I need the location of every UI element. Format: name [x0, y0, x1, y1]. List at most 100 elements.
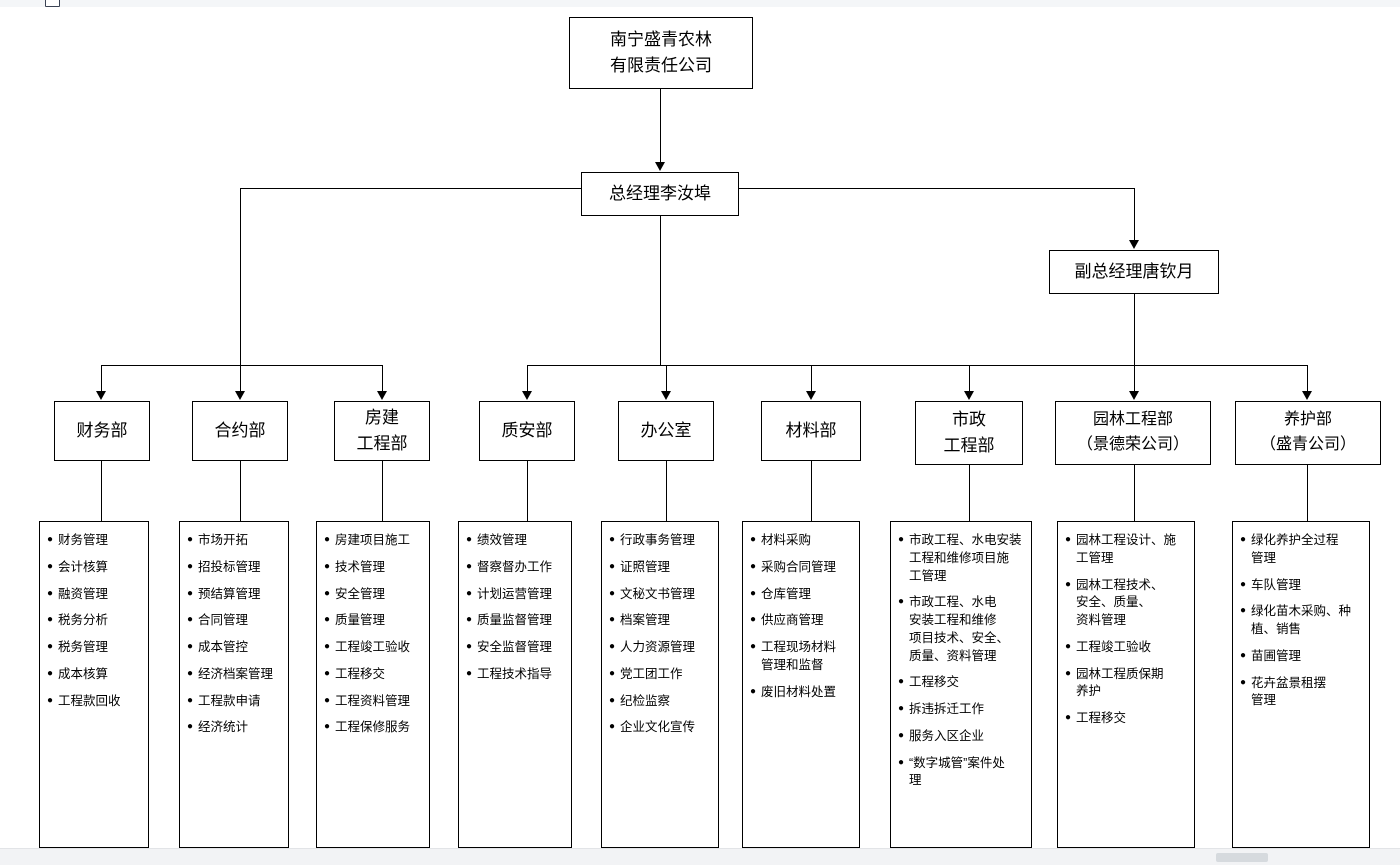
duty-item: 拆违拆迁工作 — [898, 701, 1025, 719]
duty-items-3: 绩效管理 督察督办工作 计划运营管理 质量监督管理 安全监督管理 工程技术指导 — [466, 532, 565, 684]
arrow-dept-1 — [235, 391, 245, 400]
connector-right-drop-5 — [811, 365, 812, 392]
connector-dept-duty-1 — [240, 461, 241, 521]
duty-list-7[interactable]: 园林工程设计、施 工管理 园林工程技术、 安全、质量、 资料管理 工程竣工验收 … — [1057, 521, 1195, 848]
duty-item: 行政事务管理 — [609, 532, 712, 550]
duty-list-2[interactable]: 房建项目施工 技术管理 安全管理 质量管理 工程竣工验收 工程移交 工程资料管理… — [316, 521, 430, 848]
duty-items-7: 园林工程设计、施 工管理 园林工程技术、 安全、质量、 资料管理 工程竣工验收 … — [1065, 532, 1188, 728]
duty-item: 房建项目施工 — [324, 532, 423, 550]
connector-right-drop-7 — [1134, 365, 1135, 392]
top-chrome-strip — [0, 0, 1400, 7]
node-dept-3[interactable]: 质安部 — [479, 401, 575, 461]
node-general-manager-label: 总经理李汝埠 — [609, 183, 711, 203]
connector-gm-left-h — [240, 188, 582, 189]
node-dept-1[interactable]: 合约部 — [192, 401, 288, 461]
node-general-manager[interactable]: 总经理李汝埠 — [581, 172, 739, 216]
arrow-gm-to-deputy — [1129, 240, 1139, 249]
arrow-dept-0 — [96, 391, 106, 400]
duty-item: 党工团工作 — [609, 666, 712, 684]
duty-item: 融资管理 — [47, 586, 142, 604]
node-dept-2[interactable]: 房建 工程部 — [334, 401, 430, 461]
connector-dept-duty-3 — [527, 461, 528, 521]
connector-right-drop-3 — [527, 365, 528, 392]
node-dept-6[interactable]: 市政 工程部 — [915, 401, 1023, 465]
tab-stub-icon[interactable] — [45, 0, 60, 7]
duty-items-5: 材料采购 采购合同管理 仓库管理 供应商管理 工程现场材料 管理和监督 废旧材料… — [750, 532, 853, 701]
arrow-dept-3 — [522, 391, 532, 400]
duty-item: 纪检监察 — [609, 693, 712, 711]
connector-dept-duty-8 — [1307, 465, 1308, 521]
node-deputy-manager[interactable]: 副总经理唐钦月 — [1049, 250, 1219, 294]
duty-item: 成本核算 — [47, 666, 142, 684]
arrow-dept-2 — [377, 391, 387, 400]
duty-item: 苗圃管理 — [1240, 648, 1363, 666]
duty-item: 督察督办工作 — [466, 559, 565, 577]
node-dept-5[interactable]: 材料部 — [761, 401, 861, 461]
duty-item: 绿化养护全过程 管理 — [1240, 532, 1363, 568]
arrow-dept-6 — [964, 391, 974, 400]
node-dept-7[interactable]: 园林工程部 （景德荣公司） — [1055, 401, 1211, 465]
duty-item: 经济统计 — [187, 719, 282, 737]
duty-list-1[interactable]: 市场开拓 招投标管理 预结算管理 合同管理 成本管控 经济档案管理 工程款申请 … — [179, 521, 289, 848]
duty-list-3[interactable]: 绩效管理 督察督办工作 计划运营管理 质量监督管理 安全监督管理 工程技术指导 — [458, 521, 572, 848]
duty-item: 税务分析 — [47, 612, 142, 630]
duty-item: 工程移交 — [324, 666, 423, 684]
duty-item: 预结算管理 — [187, 586, 282, 604]
duty-item: 材料采购 — [750, 532, 853, 550]
duty-item: 财务管理 — [47, 532, 142, 550]
duty-item: 绩效管理 — [466, 532, 565, 550]
duty-item: 市政工程、水电 安装工程和维修 项目技术、安全、 质量、资料管理 — [898, 594, 1025, 665]
duty-items-6: 市政工程、水电安装 工程和维修项目施 工管理 市政工程、水电 安装工程和维修 项… — [898, 532, 1025, 790]
duty-list-0[interactable]: 财务管理 会计核算 融资管理 税务分析 税务管理 成本核算 工程款回收 — [39, 521, 149, 848]
duty-item: “数字城管”案件处 理 — [898, 755, 1025, 791]
duty-item: 人力资源管理 — [609, 639, 712, 657]
connector-left-drop-1 — [240, 365, 241, 392]
duty-item: 工程资料管理 — [324, 693, 423, 711]
duty-item: 安全监督管理 — [466, 639, 565, 657]
duty-item: 企业文化宣传 — [609, 719, 712, 737]
duty-items-8: 绿化养护全过程 管理 车队管理 绿化苗木采购、种 植、销售 苗圃管理 花卉盆景租… — [1240, 532, 1363, 710]
arrow-dept-8 — [1302, 391, 1312, 400]
connector-right-drop-8 — [1307, 365, 1308, 392]
node-dept-4[interactable]: 办公室 — [618, 401, 714, 461]
arrow-root-to-gm — [655, 162, 665, 171]
duty-item: 供应商管理 — [750, 612, 853, 630]
connector-deputy-stem — [1134, 294, 1135, 366]
node-dept-1-label: 合约部 — [214, 420, 266, 440]
duty-item: 文秘文书管理 — [609, 586, 712, 604]
node-root-company[interactable]: 南宁盛青农林 有限责任公司 — [569, 17, 753, 89]
duty-item: 招投标管理 — [187, 559, 282, 577]
node-dept-0[interactable]: 财务部 — [54, 401, 150, 461]
horizontal-scrollbar-thumb[interactable] — [1216, 853, 1268, 862]
node-dept-2-label: 房建 工程部 — [356, 407, 408, 453]
arrow-dept-4 — [661, 391, 671, 400]
node-dept-3-label: 质安部 — [501, 420, 553, 440]
duty-item: 工程款申请 — [187, 693, 282, 711]
duty-item: 服务入区企业 — [898, 728, 1025, 746]
duty-item: 证照管理 — [609, 559, 712, 577]
node-dept-0-label: 财务部 — [76, 420, 128, 440]
duty-list-8[interactable]: 绿化养护全过程 管理 车队管理 绿化苗木采购、种 植、销售 苗圃管理 花卉盆景租… — [1232, 521, 1370, 848]
connector-left-drop-0 — [101, 365, 102, 392]
duty-item: 档案管理 — [609, 612, 712, 630]
connector-dept-duty-5 — [811, 461, 812, 521]
duty-items-4: 行政事务管理 证照管理 文秘文书管理 档案管理 人力资源管理 党工团工作 纪检监… — [609, 532, 712, 737]
duty-item: 税务管理 — [47, 639, 142, 657]
duty-item: 工程技术指导 — [466, 666, 565, 684]
duty-item: 安全管理 — [324, 586, 423, 604]
duty-item: 市政工程、水电安装 工程和维修项目施 工管理 — [898, 532, 1025, 585]
duty-item: 工程款回收 — [47, 693, 142, 711]
connector-gm-center-stem — [660, 216, 661, 366]
duty-list-6[interactable]: 市政工程、水电安装 工程和维修项目施 工管理 市政工程、水电 安装工程和维修 项… — [890, 521, 1032, 848]
duty-item: 合同管理 — [187, 612, 282, 630]
duty-list-5[interactable]: 材料采购 采购合同管理 仓库管理 供应商管理 工程现场材料 管理和监督 废旧材料… — [742, 521, 860, 848]
duty-item: 工程移交 — [898, 674, 1025, 692]
connector-right-drop-4 — [666, 365, 667, 392]
node-dept-8[interactable]: 养护部 （盛青公司） — [1235, 401, 1381, 465]
duty-items-1: 市场开拓 招投标管理 预结算管理 合同管理 成本管控 经济档案管理 工程款申请 … — [187, 532, 282, 737]
duty-item: 成本管控 — [187, 639, 282, 657]
duty-item: 绿化苗木采购、种 植、销售 — [1240, 603, 1363, 639]
connector-root-to-gm — [660, 89, 661, 163]
duty-list-4[interactable]: 行政事务管理 证照管理 文秘文书管理 档案管理 人力资源管理 党工团工作 纪检监… — [601, 521, 719, 848]
